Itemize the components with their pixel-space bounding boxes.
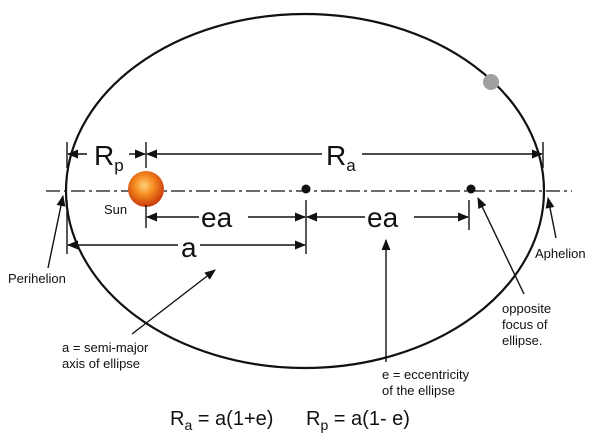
semi-major-pointer — [131, 269, 216, 335]
ra-equation: Ra = a(1+e) — [170, 408, 273, 433]
aphelion-label: Aphelion — [535, 246, 586, 261]
rp-label: Rp — [94, 140, 124, 175]
ea-right-label: ea — [367, 202, 399, 233]
opposite-focus-note-line3: ellipse. — [502, 333, 542, 348]
eccentricity-note-line1: e = eccentricity — [382, 367, 470, 382]
opposite-focus-dot — [466, 184, 476, 194]
perihelion-label: Perihelion — [8, 271, 66, 286]
opposite-focus-note-line1: opposite — [502, 301, 551, 316]
ra-label: Ra — [326, 140, 356, 175]
eccentricity-note-line2: of the ellipse — [382, 383, 455, 398]
opposite-focus-note-line2: focus of — [502, 317, 548, 332]
aphelion-pointer — [545, 196, 557, 239]
sun-icon — [128, 171, 164, 207]
a-label: a — [181, 232, 197, 263]
ea-left-label: ea — [201, 202, 233, 233]
semi-major-note-line1: a = semi-major — [62, 340, 149, 355]
center-dot — [301, 184, 311, 194]
sun-label: Sun — [104, 202, 127, 217]
semi-major-note-line2: axis of ellipse — [62, 356, 140, 371]
rp-equation: Rp = a(1- e) — [306, 408, 410, 433]
planet-dot — [483, 74, 499, 90]
opposite-focus-pointer — [477, 196, 525, 295]
perihelion-pointer — [47, 194, 66, 269]
